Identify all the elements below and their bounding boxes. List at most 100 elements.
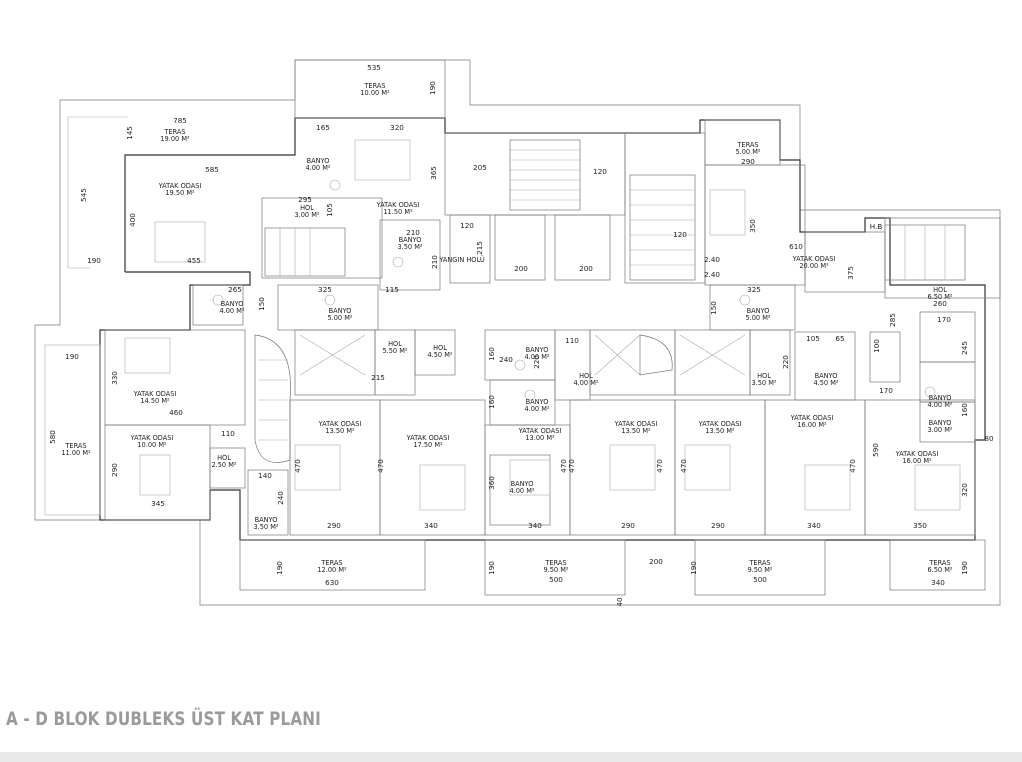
room-area: 4.00 M²: [305, 164, 330, 172]
dimension: 375: [846, 266, 855, 280]
dimension: 785: [173, 116, 187, 125]
dimension: 160: [960, 403, 969, 417]
dimension: 215: [371, 373, 385, 382]
dimension: 295: [298, 195, 312, 204]
room-labels: TERAS 10.00 M² TERAS 19.00 M² YATAK ODAS…: [61, 82, 953, 574]
room-name: YATAK ODASI: [792, 255, 836, 263]
dimension: 610: [789, 242, 803, 251]
room-area: 3.00 M²: [927, 426, 952, 434]
room-name: BANYO: [526, 346, 549, 354]
dimension: 80: [984, 434, 994, 443]
dimension: 190: [65, 352, 79, 361]
room-name: YANGIN HOLÜ: [438, 255, 485, 264]
room-name: TERAS: [544, 559, 566, 567]
dimension: 350: [913, 521, 927, 530]
dimension: 285: [888, 313, 897, 327]
room-area: 4.00 M²: [524, 353, 549, 361]
dimension: 585: [205, 165, 219, 174]
room-name: YATAK ODASI: [158, 182, 202, 190]
dimension: 205: [473, 163, 487, 172]
dimension: 500: [753, 575, 767, 584]
dimension: 240: [276, 491, 285, 505]
room-name: YATAK ODASI: [133, 390, 177, 398]
room-area: 4.50 M²: [813, 379, 838, 387]
room-area: 3.50 M²: [253, 523, 278, 531]
room-name: BANYO: [526, 398, 549, 406]
dimension: 580: [48, 430, 57, 444]
dimension: 455: [187, 256, 201, 265]
dimension: 110: [565, 336, 579, 345]
dimension: 350: [748, 219, 757, 233]
dimension: 400: [128, 213, 137, 227]
dimension: 210: [430, 255, 439, 269]
room-name: BANYO: [929, 394, 952, 402]
room-area: 3.50 M²: [751, 379, 776, 387]
dimension: 190: [275, 561, 284, 575]
dimension: 150: [709, 301, 718, 315]
dimension: 160: [487, 347, 496, 361]
room-name: BANYO: [815, 372, 838, 380]
room-name: HOL: [217, 454, 231, 462]
room-area: 19.50 M²: [165, 189, 195, 197]
dimension: 115: [385, 285, 399, 294]
dimension: 200: [649, 557, 663, 566]
dimension: 290: [741, 157, 755, 166]
room-name: HOL: [300, 204, 314, 212]
dimension: 200: [514, 264, 528, 273]
dimension: 170: [879, 386, 893, 395]
dimension: 200: [579, 264, 593, 273]
dimension: 110: [221, 429, 235, 438]
room-name: TERAS: [363, 82, 385, 90]
dimension: 290: [110, 463, 119, 477]
building-walls: [44, 59, 1001, 596]
dimension: 590: [871, 443, 880, 457]
room-area: 5.00 M²: [327, 314, 352, 322]
dimension: 470: [655, 459, 664, 473]
dimension: 150: [257, 297, 266, 311]
dimension: 470: [376, 459, 385, 473]
dimension: 215: [475, 241, 484, 255]
room-area: 4.00 M²: [573, 379, 598, 387]
room-name: BANYO: [399, 236, 422, 244]
room-name: TERAS: [64, 442, 86, 450]
room-area: 11.00 M²: [61, 449, 91, 457]
dimension: 220: [532, 355, 541, 369]
page-title: A - D BLOK DUBLEKS ÜST KAT PLANI: [6, 708, 321, 730]
dimension: 145: [125, 126, 134, 140]
room-name: HOL: [933, 286, 947, 294]
room-name: YATAK ODASI: [790, 414, 834, 422]
room-name: YATAK ODASI: [376, 201, 420, 209]
room-area: 13.50 M²: [325, 427, 355, 435]
room-area: 13.00 M²: [525, 434, 555, 442]
dimension: 40: [615, 597, 624, 607]
room-name: BANYO: [221, 300, 244, 308]
dimension: 460: [169, 408, 183, 417]
dimension: 245: [960, 341, 969, 355]
dimension: 470: [848, 459, 857, 473]
dimension: 220: [781, 355, 790, 369]
dimension: 190: [487, 561, 496, 575]
dimension: 325: [747, 285, 761, 294]
room-area: 4.00 M²: [509, 487, 534, 495]
dimension: 535: [367, 63, 381, 72]
room-area: 3.00 M²: [294, 211, 319, 219]
room-area: 12.00 M²: [317, 566, 347, 574]
room-name: HOL: [757, 372, 771, 380]
dimension: 260: [933, 299, 947, 308]
dimension: 120: [593, 167, 607, 176]
room-name: HOL: [433, 344, 447, 352]
room-area: 10.00 M²: [137, 441, 167, 449]
room-name: TERAS: [320, 559, 342, 567]
room-area: 10.00 M²: [360, 89, 390, 97]
room-area: 6.50 M²: [927, 566, 952, 574]
dimension: 325: [318, 285, 332, 294]
dimension: 105: [325, 203, 334, 217]
dimension: 630: [325, 578, 339, 587]
dimension: 340: [807, 521, 821, 530]
dimension: 210: [406, 228, 420, 237]
dimension: 190: [428, 81, 437, 95]
room-area: 11.50 M²: [383, 208, 413, 216]
dimension: 240: [499, 355, 513, 364]
bottom-bar: [0, 752, 1022, 762]
room-area: 6.50 M²: [927, 293, 952, 301]
